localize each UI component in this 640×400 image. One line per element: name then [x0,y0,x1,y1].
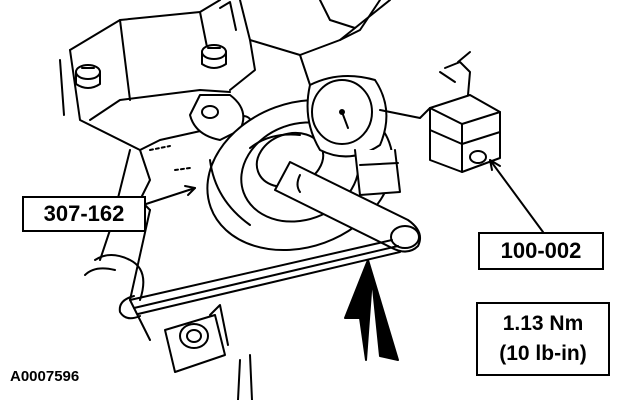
indicator-tool-callout: 100-002 [478,232,604,270]
input-shaft [274,161,421,253]
adapter-tool-callout: 307-162 [22,196,146,232]
magnetic-base [429,51,501,173]
bolt-left [75,64,101,89]
torque-spec-callout: 1.13 Nm (10 lb-in) [476,302,610,376]
leader-lines [145,159,544,233]
bolt-center [201,44,227,69]
lower-components [84,254,253,400]
figure-id: A0007596 [10,368,80,385]
force-direction-arrow [344,259,399,361]
torque-value-imperial: (10 lb-in) [499,342,587,365]
torque-wrench [118,239,401,320]
dial-indicator [306,75,431,196]
torque-value-metric: 1.13 Nm [502,312,584,335]
